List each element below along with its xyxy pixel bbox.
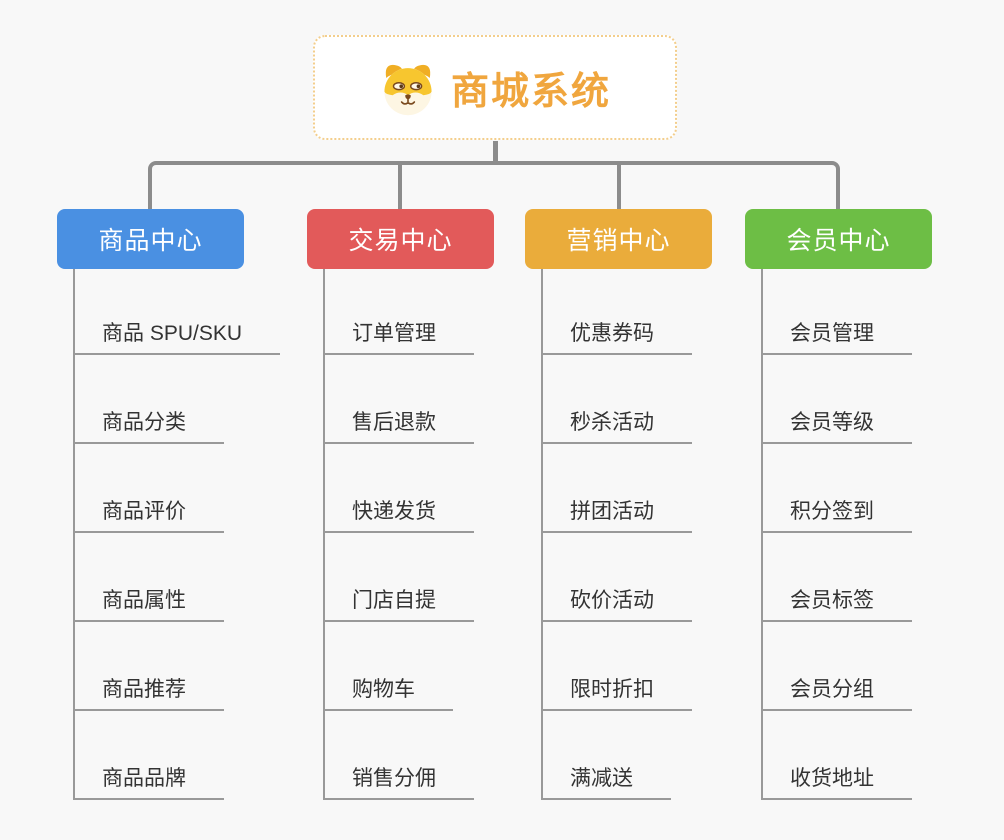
child-label: 收货地址 [790,767,874,790]
child-label: 商品推荐 [102,678,186,701]
child-label: 商品 SPU/SKU [102,322,243,345]
child-label: 门店自提 [352,589,436,612]
child-node[interactable]: 商品品牌 [75,711,224,800]
child-node[interactable]: 会员等级 [763,355,912,444]
child-node[interactable]: 快递发货 [325,444,474,533]
branch-children-members: 会员管理 会员等级 积分签到 会员标签 会员分组 收货地址 [761,269,912,800]
child-node[interactable]: 购物车 [325,622,453,711]
branch-trade: 交易中心 订单管理 售后退款 快递发货 门店自提 购物车 销售分佣 [307,209,494,800]
child-node[interactable]: 门店自提 [325,533,474,622]
child-label: 会员分组 [790,678,874,701]
child-node[interactable]: 限时折扣 [543,622,692,711]
child-node[interactable]: 销售分佣 [325,711,474,800]
branch-drop-line-3 [617,163,621,210]
child-label: 优惠券码 [570,322,654,345]
child-node[interactable]: 商品分类 [75,355,224,444]
child-label: 商品评价 [102,500,186,523]
branch-products: 商品中心 商品 SPU/SKU 商品分类 商品评价 商品属性 商品推荐 商品品牌 [57,209,281,800]
root-connector-stub [493,141,498,165]
branch-bus-line [148,161,840,210]
branch-header-trade[interactable]: 交易中心 [307,209,494,269]
child-node[interactable]: 收货地址 [763,711,912,800]
child-node[interactable]: 商品推荐 [75,622,224,711]
child-label: 满减送 [570,767,633,790]
child-node[interactable]: 商品评价 [75,444,224,533]
child-label: 商品分类 [102,411,186,434]
branch-children-marketing: 优惠券码 秒杀活动 拼团活动 砍价活动 限时折扣 满减送 [541,269,692,800]
child-node[interactable]: 售后退款 [325,355,474,444]
child-label: 砍价活动 [570,589,654,612]
branch-header-marketing[interactable]: 营销中心 [525,209,712,269]
child-node[interactable]: 商品属性 [75,533,224,622]
child-node[interactable]: 拼团活动 [543,444,692,533]
child-label: 快递发货 [352,500,436,523]
child-label: 会员等级 [790,411,874,434]
child-label: 售后退款 [352,411,436,434]
child-label: 秒杀活动 [570,411,654,434]
branch-marketing: 营销中心 优惠券码 秒杀活动 拼团活动 砍价活动 限时折扣 满减送 [525,209,712,800]
dog-face-icon [384,64,432,115]
root-title: 商城系统 [450,71,611,113]
child-node[interactable]: 优惠券码 [543,269,692,355]
child-node[interactable]: 订单管理 [325,269,474,355]
branch-header-products[interactable]: 商品中心 [57,209,244,269]
child-label: 会员标签 [790,589,874,612]
child-node[interactable]: 会员分组 [763,622,912,711]
child-node[interactable]: 商品 SPU/SKU [75,269,281,355]
child-node[interactable]: 积分签到 [763,444,912,533]
child-label: 订单管理 [352,322,436,345]
child-node[interactable]: 满减送 [543,711,671,800]
child-node[interactable]: 会员标签 [763,533,912,622]
child-node[interactable]: 砍价活动 [543,533,692,622]
branch-children-products: 商品 SPU/SKU 商品分类 商品评价 商品属性 商品推荐 商品品牌 [73,269,281,800]
child-label: 购物车 [352,678,415,701]
child-label: 商品品牌 [102,767,186,790]
root-node-mall-system[interactable]: 商城系统 [313,35,677,140]
branch-header-members[interactable]: 会员中心 [745,209,932,269]
branch-members: 会员中心 会员管理 会员等级 积分签到 会员标签 会员分组 收货地址 [745,209,932,800]
child-label: 拼团活动 [570,500,654,523]
child-label: 限时折扣 [570,678,654,701]
child-label: 商品属性 [102,589,186,612]
child-label: 积分签到 [790,500,874,523]
child-node[interactable]: 会员管理 [763,269,912,355]
child-label: 会员管理 [790,322,874,345]
branch-children-trade: 订单管理 售后退款 快递发货 门店自提 购物车 销售分佣 [323,269,474,800]
child-node[interactable]: 秒杀活动 [543,355,692,444]
branch-drop-line-2 [398,163,402,210]
child-label: 销售分佣 [352,767,436,790]
